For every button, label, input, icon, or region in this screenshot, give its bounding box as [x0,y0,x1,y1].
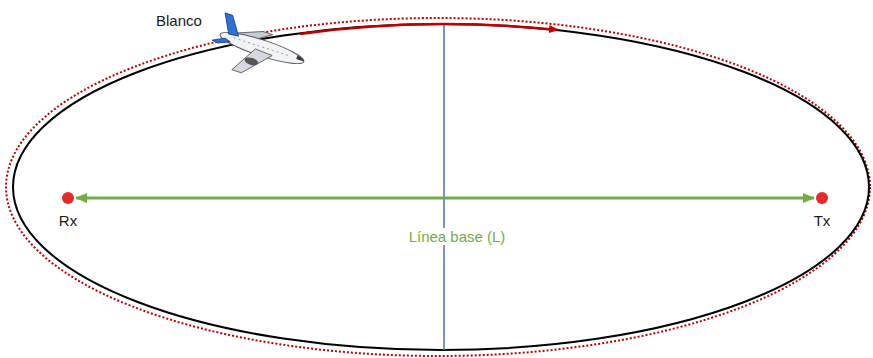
motion-arc [300,24,558,34]
range-ellipse [13,24,869,350]
station-dot: Rx [62,192,74,204]
station-label: Tx [814,212,831,229]
airplane-icon [205,12,310,91]
dotted-ellipse [6,18,870,356]
target-label: Blanco [156,12,202,29]
axis-line [443,24,445,350]
station-label: Rx [59,212,77,229]
baseline-arrow [76,197,814,200]
baseline-label: Línea base (L) [406,228,509,245]
station-dot: Tx [816,192,828,204]
